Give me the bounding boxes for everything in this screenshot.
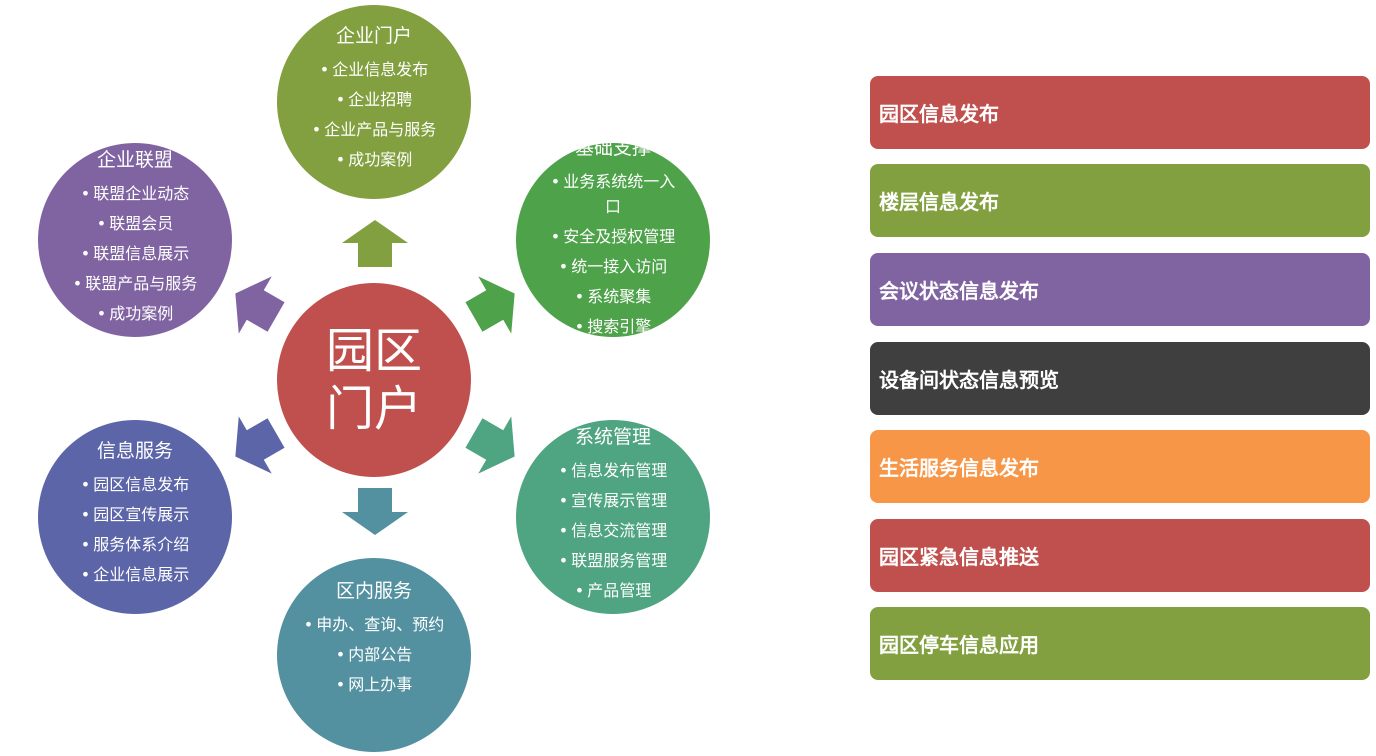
circle-item: 信息发布管理 bbox=[530, 458, 696, 483]
circle-item: 产品管理 bbox=[530, 578, 696, 603]
arrow-upper-left-icon bbox=[214, 261, 301, 352]
circle-item: 成功案例 bbox=[44, 301, 226, 326]
circle-item: 园区信息发布 bbox=[52, 472, 218, 497]
circle-item: 统一接入访问 bbox=[544, 254, 682, 279]
circle-title: 区内服务 bbox=[335, 580, 412, 602]
arrow-up-icon bbox=[340, 215, 410, 275]
circle-items: 申办、查询、预约 内部公告 网上办事 bbox=[277, 612, 471, 697]
bar-label: 园区紧急信息推送 bbox=[879, 545, 1039, 569]
arrow-upper-right-icon bbox=[450, 261, 537, 352]
circle-item: 联盟信息展示 bbox=[44, 241, 226, 266]
circle-item: 信息交流管理 bbox=[530, 518, 696, 543]
bar-parking-info-app: 园区停车信息应用 bbox=[870, 607, 1370, 680]
circle-items: 信息发布管理 宣传展示管理 信息交流管理 联盟服务管理 产品管理 bbox=[516, 458, 710, 603]
circle-item: 内部公告 bbox=[303, 642, 445, 667]
bar-label: 楼层信息发布 bbox=[879, 190, 999, 214]
circle-item: 企业产品与服务 bbox=[291, 117, 457, 142]
circle-item: 联盟产品与服务 bbox=[44, 271, 226, 296]
circle-title: 基础支撑 bbox=[574, 143, 651, 159]
arrow-lower-left-icon bbox=[214, 399, 301, 490]
bar-equipment-room-status: 设备间状态信息预览 bbox=[870, 342, 1370, 415]
bar-label: 设备间状态信息预览 bbox=[879, 368, 1059, 392]
arrow-down-icon bbox=[340, 480, 410, 540]
circle-item: 业务系统统一入口 bbox=[544, 169, 682, 219]
circle-information-service: 信息服务 园区信息发布 园区宣传展示 服务体系介绍 企业信息展示 bbox=[38, 420, 232, 614]
circle-title: 信息服务 bbox=[96, 440, 173, 462]
bar-floor-info-publish: 楼层信息发布 bbox=[870, 164, 1370, 237]
bar-label: 园区停车信息应用 bbox=[879, 633, 1039, 657]
circle-in-park-service: 区内服务 申办、查询、预约 内部公告 网上办事 bbox=[277, 558, 471, 752]
circle-item: 网上办事 bbox=[303, 672, 445, 697]
circle-title: 系统管理 bbox=[574, 426, 651, 448]
circle-items: 企业信息发布 企业招聘 企业产品与服务 成功案例 bbox=[277, 57, 471, 172]
circle-item: 安全及授权管理 bbox=[544, 224, 682, 249]
circle-items: 联盟企业动态 联盟会员 联盟信息展示 联盟产品与服务 成功案例 bbox=[38, 181, 232, 326]
circle-item: 企业信息发布 bbox=[291, 57, 457, 82]
bar-meeting-status-publish: 会议状态信息发布 bbox=[870, 253, 1370, 326]
circle-item: 搜索引擎 bbox=[544, 314, 682, 337]
bar-label: 会议状态信息发布 bbox=[879, 279, 1039, 303]
circle-item: 园区宣传展示 bbox=[52, 502, 218, 527]
circle-item: 联盟企业动态 bbox=[44, 181, 226, 206]
circle-title: 企业联盟 bbox=[96, 149, 173, 171]
circle-item: 宣传展示管理 bbox=[530, 488, 696, 513]
circle-item: 企业信息展示 bbox=[52, 562, 218, 587]
circle-items: 业务系统统一入口 安全及授权管理 统一接入访问 系统聚集 搜索引擎 bbox=[516, 169, 710, 337]
arrow-lower-right-icon bbox=[450, 399, 537, 490]
circle-item: 成功案例 bbox=[291, 147, 457, 172]
circle-item: 企业招聘 bbox=[291, 87, 457, 112]
circle-basic-support: 基础支撑 业务系统统一入口 安全及授权管理 统一接入访问 系统聚集 搜索引擎 bbox=[516, 143, 710, 337]
bar-life-service-publish: 生活服务信息发布 bbox=[870, 430, 1370, 503]
circle-item: 申办、查询、预约 bbox=[303, 612, 445, 637]
circle-item: 联盟服务管理 bbox=[530, 548, 696, 573]
circle-enterprise-portal: 企业门户 企业信息发布 企业招聘 企业产品与服务 成功案例 bbox=[277, 5, 471, 199]
circle-system-management: 系统管理 信息发布管理 宣传展示管理 信息交流管理 联盟服务管理 产品管理 bbox=[516, 420, 710, 614]
center-circle-park-portal: 园区门户 bbox=[277, 283, 471, 477]
center-label: 园区门户 bbox=[325, 323, 422, 437]
bar-park-info-publish: 园区信息发布 bbox=[870, 76, 1370, 149]
circle-item: 联盟会员 bbox=[44, 211, 226, 236]
circle-enterprise-alliance: 企业联盟 联盟企业动态 联盟会员 联盟信息展示 联盟产品与服务 成功案例 bbox=[38, 143, 232, 337]
bar-label: 生活服务信息发布 bbox=[879, 456, 1039, 480]
circle-items: 园区信息发布 园区宣传展示 服务体系介绍 企业信息展示 bbox=[38, 472, 232, 587]
bar-label: 园区信息发布 bbox=[879, 102, 999, 126]
bar-emergency-push: 园区紧急信息推送 bbox=[870, 519, 1370, 592]
circle-item: 服务体系介绍 bbox=[52, 532, 218, 557]
circle-title: 企业门户 bbox=[335, 25, 412, 47]
circle-item: 系统聚集 bbox=[544, 284, 682, 309]
